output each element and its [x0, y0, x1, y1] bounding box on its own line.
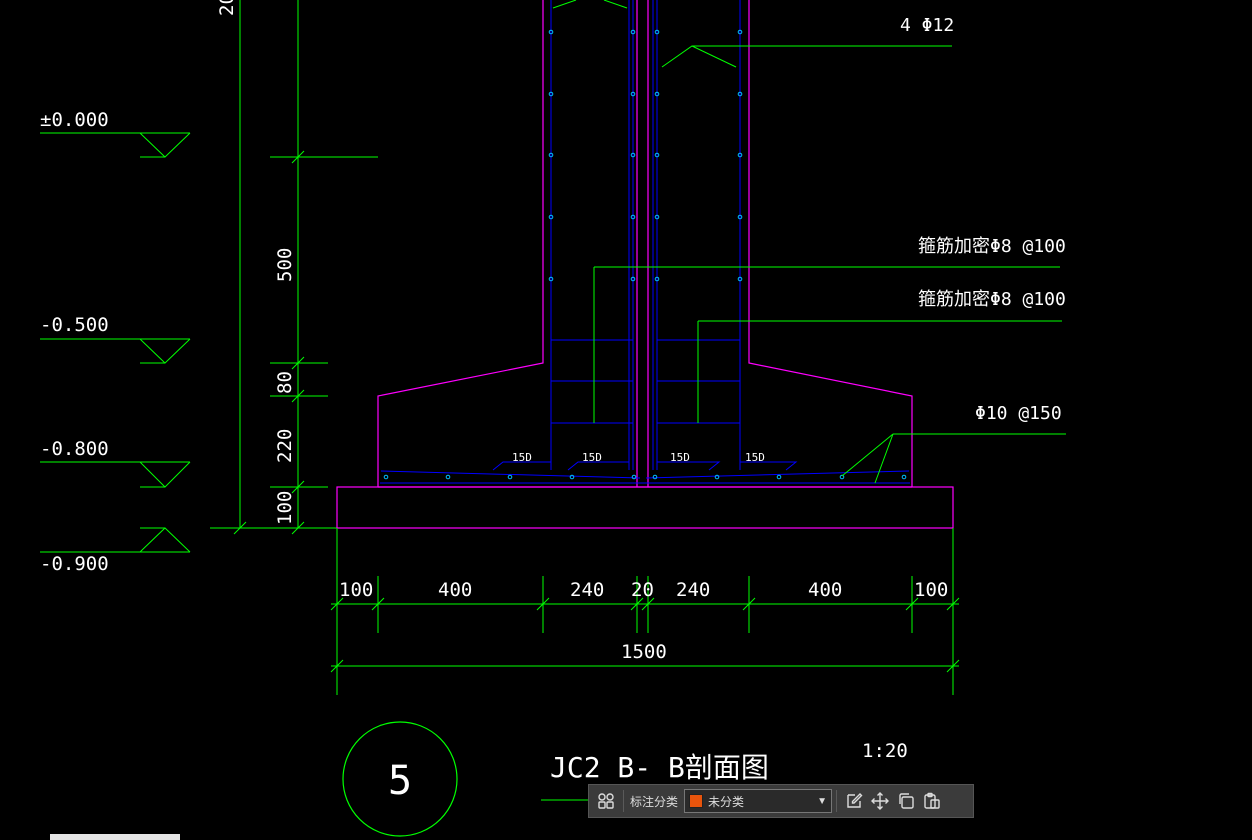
- chevron-down-icon: ▼: [817, 795, 828, 807]
- category-select-value: 未分类: [708, 794, 745, 809]
- category-select[interactable]: 未分类 ▼: [684, 789, 833, 813]
- grid-icon: [598, 793, 614, 809]
- dim-label-80: 80: [274, 371, 296, 394]
- paste-icon: [924, 792, 940, 809]
- elevation-label: -0.900: [40, 553, 109, 575]
- grid-view-button[interactable]: [593, 788, 619, 814]
- vertical-dim-labels: 20 500 80 220 100: [216, 0, 296, 525]
- stirrup-label-1: 箍筋加密Φ8 @100: [918, 236, 1066, 257]
- dim-label-100: 100: [274, 491, 296, 525]
- anchor-labels: 15D 15D 15D 15D: [512, 451, 765, 464]
- rebar-dots: [383, 29, 907, 480]
- stirrup-label-2: 箍筋加密Φ8 @100: [918, 289, 1066, 310]
- paste-button[interactable]: [919, 788, 945, 814]
- category-color-swatch: [689, 794, 704, 808]
- detail-number: 5: [388, 758, 412, 804]
- horizontal-dim-labels: 100 400 240 20 240 400 100 1500: [339, 579, 948, 663]
- copy-icon: [899, 793, 914, 809]
- concrete-outline: [336, 0, 954, 529]
- dim-label: 100: [914, 579, 948, 601]
- dim-label: 240: [570, 579, 604, 601]
- dim-label-220: 220: [274, 429, 296, 463]
- edit-button[interactable]: [841, 788, 867, 814]
- dim-label: 100: [339, 579, 373, 601]
- elevation-labels: ±0.000 -0.500 -0.800 -0.900: [40, 109, 109, 575]
- category-label: 标注分类: [630, 794, 679, 809]
- leader-lines: [552, 0, 1066, 484]
- dim-label: 400: [438, 579, 472, 601]
- toolbar-separator: [836, 790, 838, 812]
- toolbar-separator: [623, 790, 624, 812]
- dim-label: 400: [808, 579, 842, 601]
- annotation-toolbar: 标注分类 未分类 ▼: [588, 784, 974, 818]
- dim-label-20: 20: [216, 0, 238, 16]
- dim-label: 20: [631, 579, 654, 601]
- copy-button[interactable]: [893, 788, 919, 814]
- dim-label: 240: [676, 579, 710, 601]
- scale-label: 1:20: [862, 740, 908, 762]
- elevation-label: -0.500: [40, 314, 109, 336]
- vertical-dimensions: [210, 0, 378, 535]
- elevation-label: ±0.000: [40, 109, 109, 131]
- dim-total-label: 1500: [621, 641, 667, 663]
- move-button[interactable]: [867, 788, 893, 814]
- anchor-label: 15D: [582, 451, 602, 464]
- anchor-label: 15D: [745, 451, 765, 464]
- dim-label-500: 500: [274, 248, 296, 282]
- rebar-annotations: 4 Φ12 箍筋加密Φ8 @100 箍筋加密Φ8 @100 Φ10 @150: [900, 15, 1066, 424]
- elevation-markers: [40, 132, 191, 553]
- horizontal-dimensions: [330, 528, 960, 695]
- move-icon: [871, 792, 890, 810]
- rebar-lines: [380, 0, 910, 484]
- anchor-label: 15D: [512, 451, 532, 464]
- edit-icon: [847, 793, 863, 808]
- elevation-label: -0.800: [40, 438, 109, 460]
- layout-tab-strip[interactable]: [50, 834, 180, 840]
- top-bars-label: 4 Φ12: [900, 15, 954, 36]
- anchor-label: 15D: [670, 451, 690, 464]
- detail-marker: 5: [342, 721, 458, 837]
- bottom-mesh-label: Φ10 @150: [975, 403, 1062, 424]
- section-title: JC2 B- B剖面图: [550, 751, 769, 784]
